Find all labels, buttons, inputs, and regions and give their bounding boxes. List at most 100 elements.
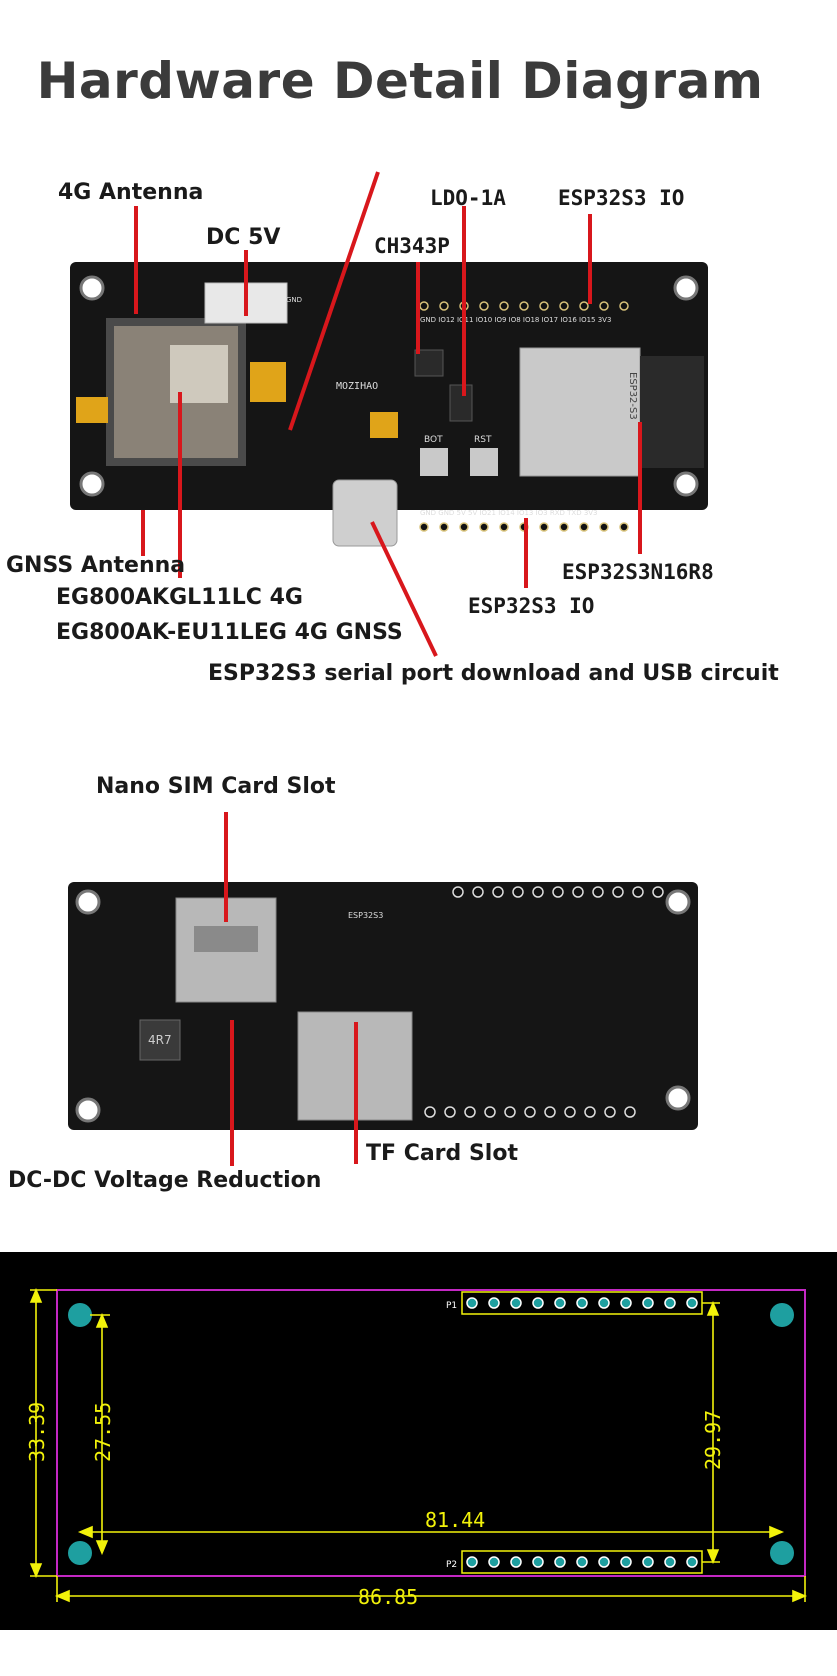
back-header-hole (592, 886, 604, 898)
pin-pad (510, 1556, 522, 1568)
label-4g-antenna: 4G Antenna (58, 180, 204, 205)
pin-pad (488, 1297, 500, 1309)
pin-pad (664, 1297, 676, 1309)
header-pin (579, 522, 589, 532)
header-pin (559, 301, 569, 311)
boot-silk: BOT (424, 435, 443, 445)
label-module-2: EG800AK-EU11LEG 4G GNSS (56, 620, 403, 645)
label-gnss-antenna: GNSS Antenna (6, 553, 186, 578)
dim-hole-bl (68, 1541, 92, 1565)
dim-pin-pads (466, 1297, 698, 1568)
back-header-hole (604, 1106, 616, 1118)
p2-label: P2 (446, 1560, 457, 1570)
label-ch343p: CH343P (374, 234, 450, 258)
back-esp-silk: ESP32S3 (348, 911, 383, 920)
pin-pad (554, 1297, 566, 1309)
ch343p-chip (414, 349, 444, 377)
dim-height-inner: 27.55 (91, 1402, 115, 1462)
back-header-hole (532, 886, 544, 898)
front-callout-lines (134, 171, 642, 657)
header-pin (439, 301, 449, 311)
back-callout-lines (224, 812, 358, 1166)
label-esp-io-top: ESP32S3 IO (558, 186, 685, 210)
label-esp-module: ESP32S3N16R8 (562, 560, 714, 584)
back-header-hole (584, 1106, 596, 1118)
header-pin (519, 301, 529, 311)
tantalum-cap-3 (370, 412, 398, 438)
back-header-hole (512, 886, 524, 898)
back-header-hole (464, 1106, 476, 1118)
back-header-holes (424, 886, 664, 1118)
pin-pad (686, 1556, 698, 1568)
back-header-hole (492, 886, 504, 898)
gnd-silk: GND (286, 296, 302, 304)
pin-pad (576, 1297, 588, 1309)
header-pin (539, 301, 549, 311)
pin-pad (598, 1297, 610, 1309)
dim-width-outer: 86.85 (358, 1585, 418, 1609)
esp32-module (519, 347, 641, 477)
front-mount-hole-bl (79, 471, 105, 497)
back-mount-hole-tr (665, 889, 691, 915)
front-mount-hole-tl (79, 275, 105, 301)
back-header-hole (472, 886, 484, 898)
pin-pad (642, 1297, 654, 1309)
header-p2 (419, 522, 629, 532)
back-mount-hole-br (665, 1085, 691, 1111)
header-pin (419, 522, 429, 532)
back-header-hole (612, 886, 624, 898)
back-header-hole (624, 1106, 636, 1118)
board-outline (56, 1289, 806, 1577)
boot-button (420, 448, 448, 476)
callout-line-usb (370, 521, 438, 657)
pin-pad (488, 1556, 500, 1568)
dim-width-inner: 81.44 (425, 1508, 485, 1532)
label-nano-sim: Nano SIM Card Slot (96, 774, 336, 799)
pin-pad (554, 1556, 566, 1568)
header-pin (499, 522, 509, 532)
usb-c-port (332, 479, 398, 547)
back-header-hole (484, 1106, 496, 1118)
esp32-antenna-area (640, 356, 704, 468)
pin-pad (598, 1556, 610, 1568)
p1-label: P1 (446, 1301, 457, 1311)
pin-pad (620, 1297, 632, 1309)
ldo-chip (449, 384, 473, 422)
back-header-hole (424, 1106, 436, 1118)
pin-pad (620, 1556, 632, 1568)
pin-pad (510, 1297, 522, 1309)
back-mount-hole-bl (75, 1097, 101, 1123)
pin-pad (576, 1556, 588, 1568)
p2-pin-labels: GND GND 5V 5V IO21 IO14 IO13 IO3 RXD TXD… (420, 509, 598, 517)
label-usb-circuit: ESP32S3 serial port download and USB cir… (208, 661, 779, 686)
pin-pad (532, 1556, 544, 1568)
reset-button (470, 448, 498, 476)
pin-pad (532, 1297, 544, 1309)
pin-pad (466, 1297, 478, 1309)
label-tf-card: TF Card Slot (366, 1141, 518, 1166)
back-header-hole (632, 886, 644, 898)
header-pin (619, 522, 629, 532)
header-pin (539, 522, 549, 532)
back-header-hole (444, 1106, 456, 1118)
p1-pin-labels: GND IO12 IO11 IO10 IO9 IO8 IO18 IO17 IO1… (420, 316, 611, 324)
front-mount-hole-tr (673, 275, 699, 301)
sim-slot-tray (194, 926, 258, 952)
front-mount-hole-br (673, 471, 699, 497)
header-pin (479, 522, 489, 532)
tantalum-cap-1 (76, 397, 108, 423)
brand-silk: MOZIHAO (336, 381, 378, 392)
header-pin (579, 301, 589, 311)
dimension-background (0, 1252, 837, 1630)
header-pin (479, 301, 489, 311)
pin-pad (466, 1556, 478, 1568)
inductor (139, 1019, 181, 1061)
inductor-silk: 4R7 (148, 1033, 172, 1047)
label-module-1: EG800AKGL11LC 4G (56, 585, 303, 610)
pin-pad (642, 1556, 654, 1568)
dim-hole-br (770, 1541, 794, 1565)
back-header-hole (552, 886, 564, 898)
